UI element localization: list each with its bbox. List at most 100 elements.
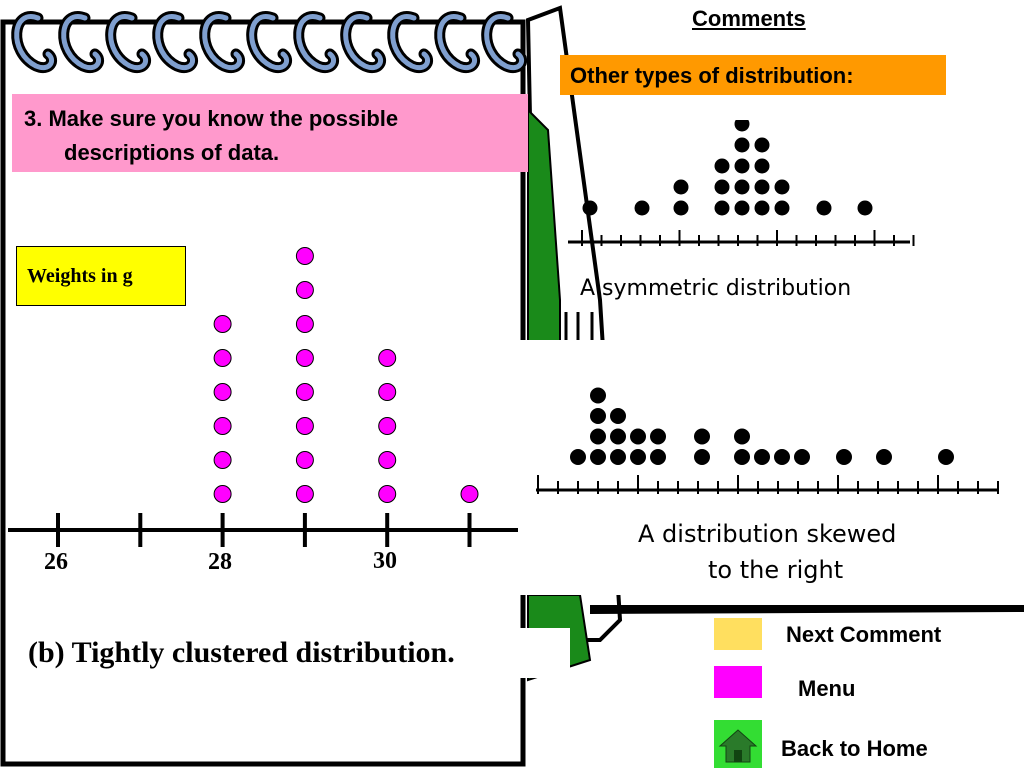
symmetric-dot [734, 179, 750, 195]
skewed-dot [570, 449, 586, 465]
data-dot [295, 247, 314, 265]
data-dot [378, 383, 397, 401]
data-dot [213, 349, 232, 367]
skewed-dot [794, 449, 810, 465]
skewed-dot [694, 449, 710, 465]
next-comment-label[interactable]: Next Comment [786, 622, 942, 647]
skewed-dot [590, 428, 606, 445]
data-dot [378, 349, 397, 367]
instruction-line-1: 3. Make sure you know the possible [24, 106, 399, 131]
skewed-dot [650, 428, 666, 445]
skewed-dot [650, 449, 666, 465]
menu-button[interactable] [714, 666, 762, 698]
symmetric-dot [734, 137, 750, 153]
symmetric-dot [673, 179, 689, 195]
symmetric-dot [673, 200, 689, 216]
skewed-panel [518, 340, 1024, 595]
data-dot [295, 485, 314, 503]
data-dot [378, 417, 397, 435]
data-dot [213, 315, 232, 333]
skewed-dot [754, 449, 770, 465]
skewed-dot [610, 449, 626, 465]
spiral-ring-highlight [61, 14, 101, 70]
skewed-dot [938, 449, 954, 465]
menu-label[interactable]: Menu [798, 676, 856, 701]
symmetric-dot [774, 179, 790, 195]
data-dot [378, 451, 397, 469]
tick-label-30: 30 [373, 548, 397, 574]
symmetric-dot [774, 200, 790, 216]
spine-stripes [564, 312, 594, 345]
next-comment-button[interactable] [714, 618, 762, 650]
skewed-dot [590, 387, 606, 404]
skewed-dot [734, 449, 750, 465]
symmetric-dot [754, 179, 770, 195]
spiral-ring-highlight [155, 14, 195, 70]
skewed-caption-line-1: A distribution skewed [638, 520, 896, 548]
symmetric-dot [754, 158, 770, 174]
spiral-ring-highlight [437, 14, 477, 70]
symmetric-dot [634, 200, 650, 216]
weights-label: Weights in g [16, 246, 186, 306]
skewed-dot [630, 449, 646, 465]
spiral-ring-highlight [296, 14, 336, 70]
tick-label-26: 26 [44, 549, 68, 575]
green-cover-top [527, 107, 561, 346]
skewed-dot [694, 428, 710, 445]
symmetric-dot [582, 200, 598, 216]
symmetric-dot [714, 179, 730, 195]
data-dot [213, 451, 232, 469]
data-dot [295, 281, 314, 299]
skewed-dot [590, 408, 606, 424]
other-types-label: Other types of distribution: [560, 55, 946, 95]
page-edge-line [590, 605, 1024, 614]
back-to-home-label[interactable]: Back to Home [781, 736, 928, 761]
dot-plot [8, 247, 518, 547]
spiral-ring-highlight [202, 14, 242, 70]
skewed-example: A distribution skewed to the right [536, 387, 999, 584]
comments-title: Comments [692, 6, 806, 31]
symmetric-dot [857, 200, 873, 216]
spiral-ring-highlight [14, 14, 54, 70]
symmetric-dot [714, 200, 730, 216]
back-to-home-button[interactable] [714, 720, 762, 768]
data-dot [378, 485, 397, 503]
skewed-dot [774, 449, 790, 465]
skewed-dot [836, 449, 852, 465]
spiral-ring-highlight [484, 14, 524, 70]
data-dot [213, 383, 232, 401]
skewed-caption-line-2: to the right [708, 556, 843, 584]
symmetric-dot [714, 158, 730, 174]
skewed-dot [630, 428, 646, 445]
skewed-dot [734, 428, 750, 445]
data-dot [213, 485, 232, 503]
spiral-ring-highlight [343, 14, 383, 70]
data-dot [295, 451, 314, 469]
skewed-dot [610, 428, 626, 445]
skewed-dot [876, 449, 892, 465]
data-dot [295, 349, 314, 367]
symmetric-dot [754, 137, 770, 153]
spiral-binding [11, 11, 527, 73]
data-dot [295, 315, 314, 333]
symmetric-dot [734, 200, 750, 216]
symmetric-dot [754, 200, 770, 216]
tick-label-28: 28 [208, 549, 232, 575]
skewed-dot [590, 449, 606, 465]
symmetric-dot [734, 120, 750, 132]
distribution-caption: (b) Tightly clustered distribution. [18, 628, 570, 678]
symmetric-dot [816, 200, 832, 216]
data-dot [460, 485, 479, 503]
data-dot [295, 383, 314, 401]
data-dot [213, 417, 232, 435]
instruction-line-2: descriptions of data. [64, 140, 280, 165]
spiral-ring-highlight [108, 14, 148, 70]
skewed-dot [610, 408, 626, 424]
symmetric-dot [734, 158, 750, 174]
spiral-ring-highlight [249, 14, 289, 70]
home-icon [718, 729, 758, 763]
symmetric-caption: A symmetric distribution [580, 276, 851, 301]
symmetric-example: A symmetric distribution [568, 120, 915, 301]
instruction-box: 3. Make sure you know the possible descr… [12, 94, 528, 172]
data-dot [295, 417, 314, 435]
